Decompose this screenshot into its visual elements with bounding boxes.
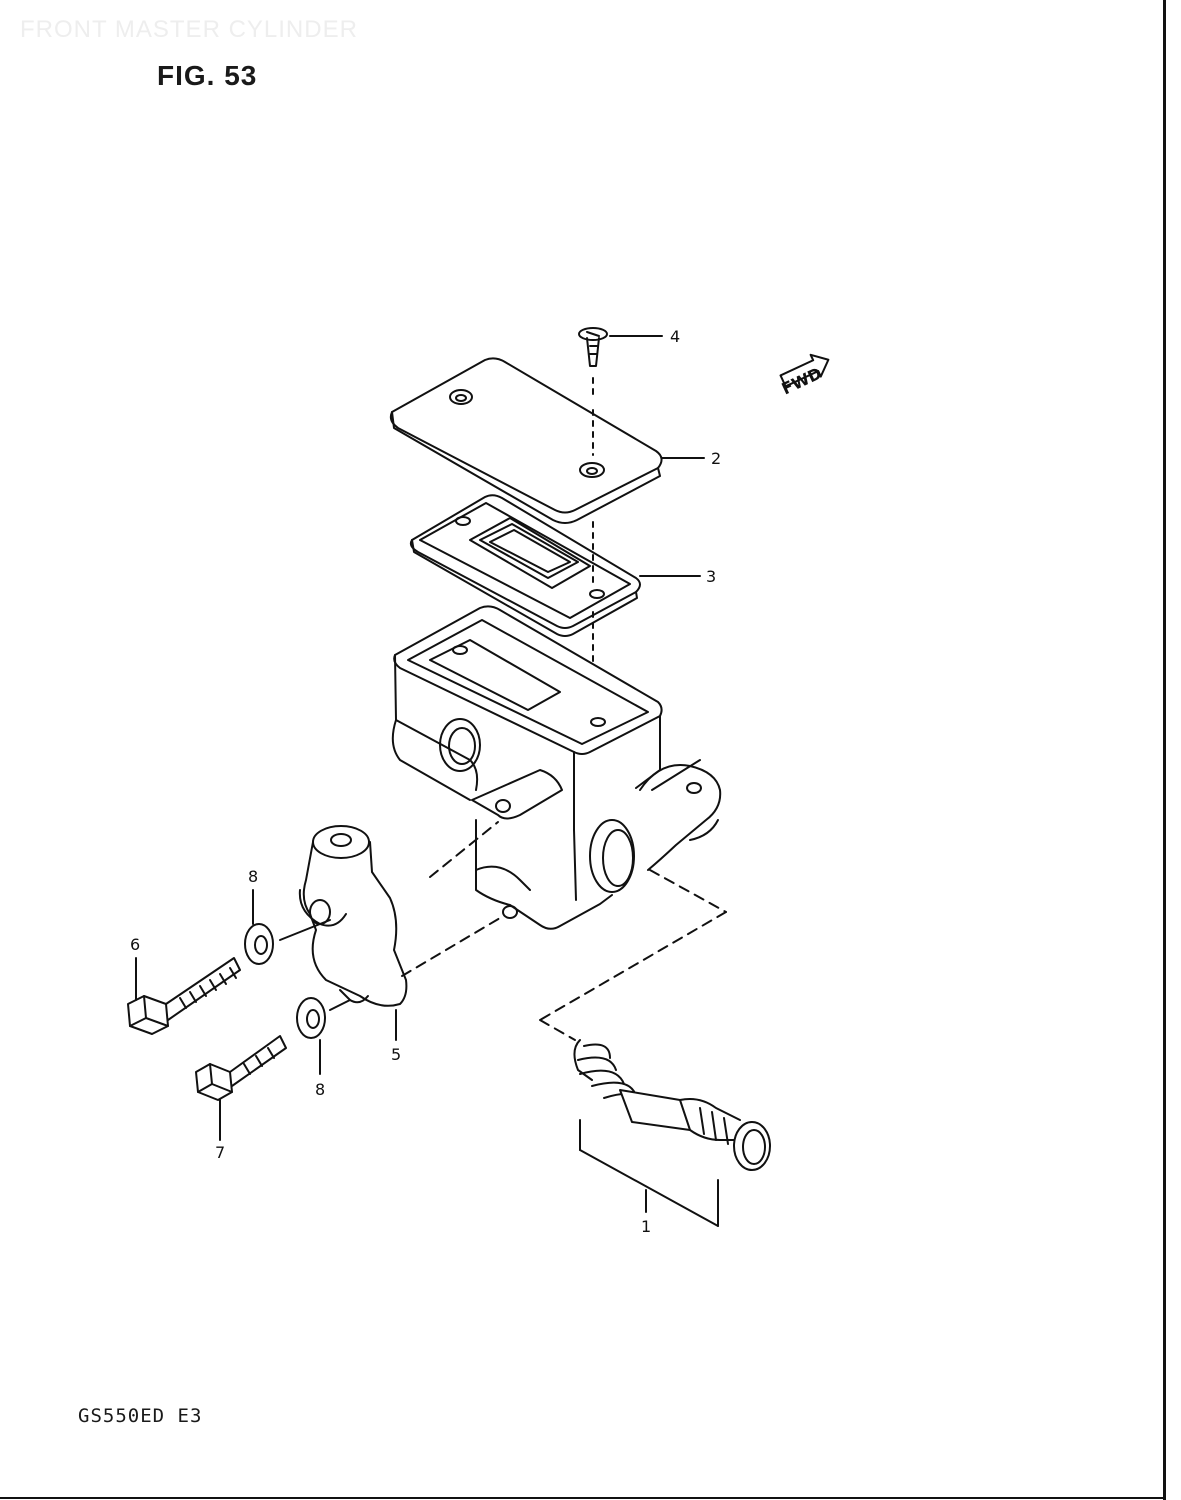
bolt-long xyxy=(127,957,241,1035)
leader-lines xyxy=(609,335,705,577)
figure-label: FIG. 53 xyxy=(157,60,258,91)
watermark-title: FRONT MASTER CYLINDER xyxy=(20,16,358,43)
washer-upper xyxy=(244,889,274,965)
cap-screw xyxy=(578,327,608,401)
fwd-arrow-icon xyxy=(779,353,830,388)
diaphragm xyxy=(409,494,641,701)
washer-lower xyxy=(296,997,351,1075)
callout-1: 1 xyxy=(641,1217,651,1236)
right-border-rule xyxy=(1163,0,1166,1500)
bolt-short xyxy=(195,1035,287,1141)
callout-3: 3 xyxy=(706,567,716,586)
bottom-border-rule xyxy=(0,1497,1166,1499)
reservoir-cap xyxy=(389,357,663,524)
callout-2: 2 xyxy=(711,449,721,468)
callout-5: 5 xyxy=(391,1045,401,1064)
callout-4: 4 xyxy=(670,327,680,346)
master-cylinder-body xyxy=(391,605,722,977)
callout-7: 7 xyxy=(215,1143,225,1162)
clamp xyxy=(279,825,408,1041)
callout-8-upper: 8 xyxy=(248,867,258,886)
callout-6: 6 xyxy=(130,935,140,954)
piston-set xyxy=(539,869,771,1227)
model-code: GS550ED E3 xyxy=(78,1405,203,1427)
callout-8-lower: 8 xyxy=(315,1080,325,1099)
